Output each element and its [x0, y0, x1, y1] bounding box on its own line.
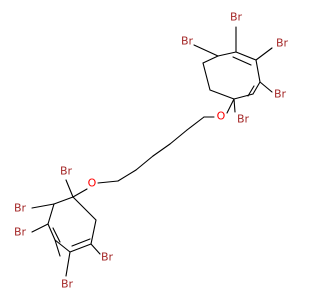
- bromine-atom-label: Br: [276, 37, 289, 50]
- molecule-structure: Br Br Br Br Br O O Br Br Br Br Br: [14, 11, 289, 291]
- bond: [193, 44, 219, 57]
- oxygen-atom-label: O: [217, 110, 226, 123]
- bromine-atom-label: Br: [274, 88, 287, 101]
- bond: [54, 239, 71, 253]
- bond: [255, 47, 273, 61]
- bond: [186, 116, 205, 131]
- bond: [202, 55, 219, 64]
- bond: [247, 85, 255, 97]
- structure-canvas: Br Br Br Br Br O O Br Br Br Br Br: [14, 11, 289, 291]
- atom-labels: Br Br Br Br Br O O Br Br Br Br Br: [14, 11, 289, 291]
- bromine-atom-label: Br: [237, 113, 250, 126]
- bond: [31, 223, 49, 233]
- bond: [259, 81, 273, 93]
- bond: [90, 219, 97, 245]
- bond: [152, 143, 171, 157]
- bond: [226, 98, 235, 114]
- bond: [97, 180, 119, 184]
- bond: [90, 243, 101, 255]
- bond: [53, 196, 74, 205]
- bond-lines: [31, 26, 273, 277]
- bond: [71, 238, 91, 247]
- bond: [72, 196, 97, 221]
- bond: [233, 93, 254, 100]
- bromine-atom-label: Br: [181, 35, 194, 48]
- bond: [202, 62, 211, 91]
- bond: [65, 179, 74, 198]
- bromine-atom-label: Br: [14, 202, 27, 215]
- bond: [31, 203, 55, 209]
- bond: [217, 51, 237, 57]
- bond: [117, 169, 137, 182]
- bond: [72, 188, 88, 198]
- bond: [235, 51, 257, 61]
- bond: [47, 223, 56, 241]
- bond: [54, 239, 61, 257]
- bromine-atom-label: Br: [101, 251, 114, 264]
- bond: [252, 81, 261, 95]
- bond: [69, 243, 92, 253]
- bond: [232, 56, 252, 66]
- bromine-atom-label: Br: [61, 278, 74, 291]
- bond: [47, 203, 55, 225]
- bond: [65, 251, 71, 277]
- bond: [255, 59, 261, 83]
- bond: [169, 129, 188, 145]
- bromine-atom-label: Br: [14, 226, 27, 239]
- bromine-atom-label: Br: [60, 165, 73, 178]
- bond: [52, 227, 61, 243]
- oxygen-atom-label: O: [88, 177, 97, 190]
- bromine-atom-label: Br: [230, 11, 243, 24]
- bond: [135, 155, 154, 171]
- bond: [233, 98, 236, 113]
- bond: [209, 89, 235, 100]
